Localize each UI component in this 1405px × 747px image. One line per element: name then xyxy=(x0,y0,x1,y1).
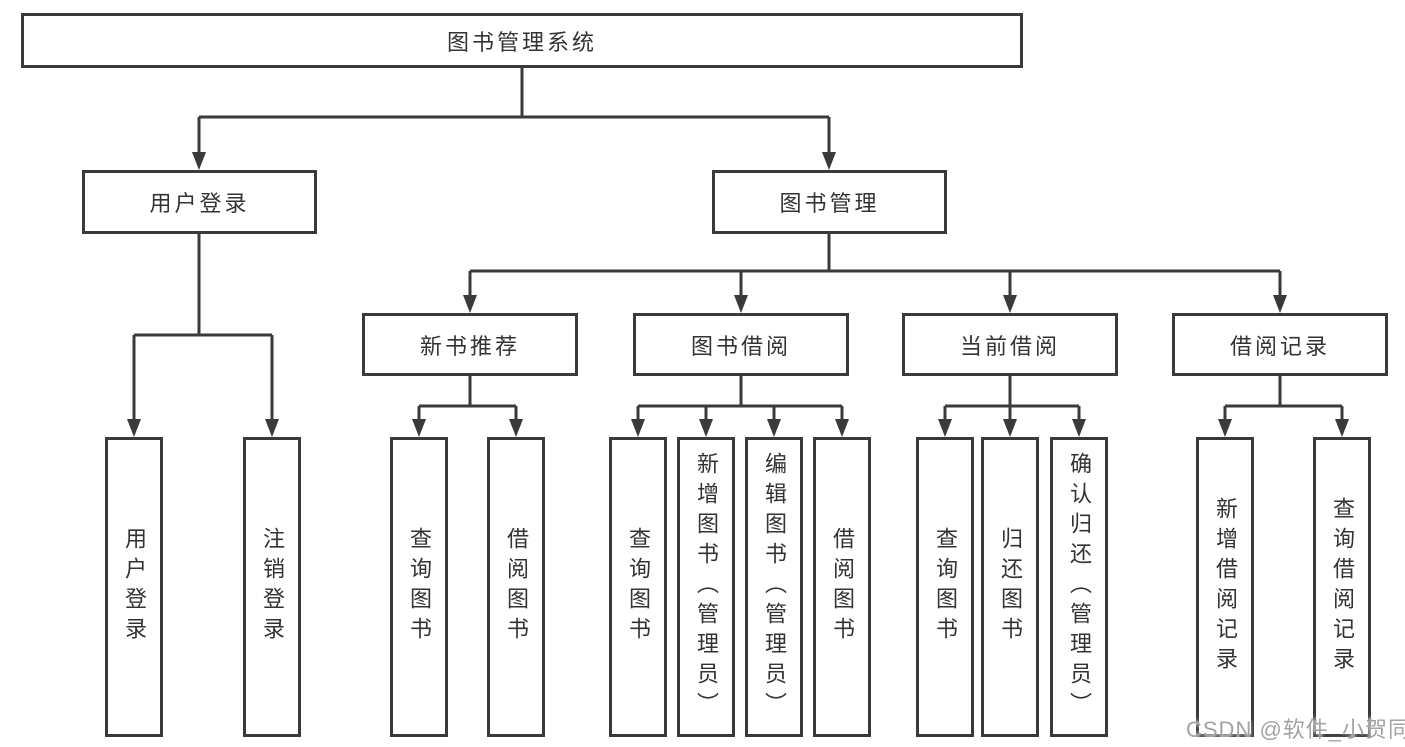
leaf-add-book-admin: 新增图书（管理员） xyxy=(677,437,735,737)
arrow-down-icon xyxy=(509,419,523,437)
arrow-down-icon xyxy=(734,295,748,313)
node-borrow-record: 借阅记录 xyxy=(1172,313,1388,376)
arrow-down-icon xyxy=(1003,419,1017,437)
leaf-query-book-1: 查询图书 xyxy=(390,437,448,737)
node-root: 图书管理系统 xyxy=(21,13,1023,68)
leaf-return-book: 归还图书 xyxy=(981,437,1039,737)
connector-borrow-record-children xyxy=(1223,376,1344,425)
connector-current-borrow-children xyxy=(943,376,1081,425)
connector-new-book-children xyxy=(417,376,518,425)
leaf-query-book-3: 查询图书 xyxy=(916,437,974,737)
leaf-query-book-2: 查询图书 xyxy=(609,437,667,737)
connector-user-login-children xyxy=(132,234,274,425)
leaf-user-login: 用户登录 xyxy=(105,437,163,737)
connector-book-management-children xyxy=(468,234,1282,301)
connector-book-borrow-children xyxy=(636,376,844,425)
arrow-down-icon xyxy=(1072,419,1086,437)
arrow-down-icon xyxy=(1218,419,1232,437)
arrow-down-icon xyxy=(1273,295,1287,313)
watermark: CSDN @软件_小贺同学 xyxy=(1186,717,1405,742)
arrow-down-icon xyxy=(822,152,836,170)
node-book-management: 图书管理 xyxy=(712,170,947,234)
arrow-down-icon xyxy=(1003,295,1017,313)
arrow-down-icon xyxy=(463,295,477,313)
connector-root-children xyxy=(197,68,831,158)
arrowheads xyxy=(127,152,1349,437)
leaf-borrow-book-1: 借阅图书 xyxy=(487,437,545,737)
arrow-down-icon xyxy=(1335,419,1349,437)
arrow-down-icon xyxy=(631,419,645,437)
arrow-down-icon xyxy=(192,152,206,170)
node-new-book-recommend: 新书推荐 xyxy=(362,313,578,376)
leaf-borrow-book-2: 借阅图书 xyxy=(813,437,871,737)
node-book-borrow: 图书借阅 xyxy=(633,313,849,376)
node-current-borrow: 当前借阅 xyxy=(902,313,1118,376)
leaf-edit-book-admin: 编辑图书（管理员） xyxy=(745,437,803,737)
arrow-down-icon xyxy=(265,419,279,437)
leaf-confirm-return-admin: 确认归还（管理员） xyxy=(1050,437,1108,737)
arrow-down-icon xyxy=(412,419,426,437)
node-user-login: 用户登录 xyxy=(82,170,317,234)
leaf-logout: 注销登录 xyxy=(243,437,301,737)
arrow-down-icon xyxy=(938,419,952,437)
leaf-add-borrow-record: 新增借阅记录 xyxy=(1196,437,1254,737)
arrow-down-icon xyxy=(699,419,713,437)
arrow-down-icon xyxy=(835,419,849,437)
arrow-down-icon xyxy=(127,419,141,437)
arrow-down-icon xyxy=(767,419,781,437)
leaf-query-borrow-record: 查询借阅记录 xyxy=(1313,437,1371,737)
